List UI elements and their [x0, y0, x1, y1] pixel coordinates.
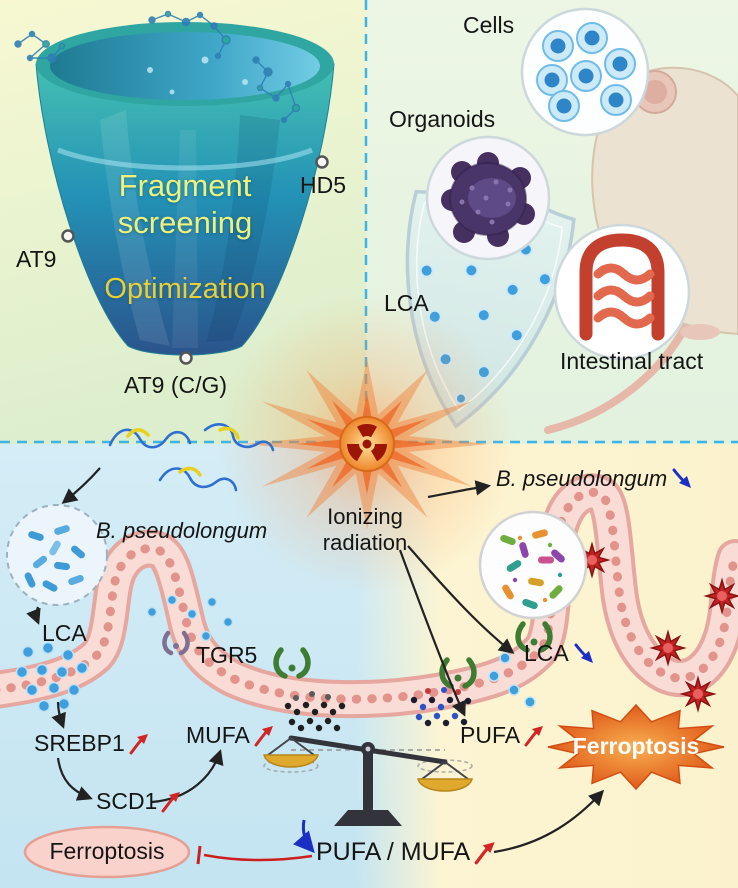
hd5-label: HD5 — [300, 172, 347, 198]
green-receptor-icon — [439, 657, 477, 689]
green-receptor-icon — [515, 621, 553, 653]
radiation-symbol-icon — [339, 416, 395, 472]
tgr5-receptor-icon — [162, 630, 190, 656]
up-arrow-icon — [254, 725, 273, 747]
ferroptosis-burst-label: Ferroptosis — [572, 733, 700, 759]
ferroptosis-oval-label: Ferroptosis — [49, 838, 165, 864]
ferroptosis-oval — [23, 825, 191, 879]
bacteria-circle-right — [478, 510, 588, 620]
at9cg-marker-dot — [179, 351, 193, 365]
lca-right-label: LCA — [524, 640, 596, 667]
inhibition-bar — [196, 845, 202, 865]
screening-funnel — [35, 22, 335, 365]
ferroptotic-cell-icon — [649, 629, 687, 667]
blue-curved-arrow — [293, 819, 315, 854]
scd1-label: SCD1 — [96, 788, 184, 815]
srebp1-label: SREBP1 — [34, 730, 152, 757]
pufa-mufa-ratio-label: PUFA / MUFA — [316, 838, 499, 868]
down-arrow-icon — [672, 468, 692, 488]
mufa-molecules — [284, 691, 346, 732]
funnel-screening-label: Fragment screening — [117, 168, 253, 240]
b-pseudolongum-right-label: B. pseudolongum — [496, 466, 694, 492]
peptide-squiggles — [108, 423, 275, 492]
hd5-marker-dot — [315, 155, 329, 169]
bacteria-circle-left — [6, 504, 108, 606]
intestinal-tract-label: Intestinal tract — [560, 348, 704, 374]
molecule-decorations — [14, 10, 301, 124]
ferroptotic-cell-icon — [703, 577, 738, 615]
funnel-optimization-label: Optimization — [104, 273, 266, 305]
mufa-label: MUFA — [186, 722, 277, 749]
shield-lca-label: LCA — [384, 290, 429, 316]
lca-dots-left — [15, 641, 89, 713]
pufa-label: PUFA — [460, 722, 547, 749]
inhibition-arrow — [203, 853, 313, 862]
at9-marker-dot — [61, 229, 75, 243]
organoid-inset-circle — [425, 135, 551, 261]
up-arrow-icon — [161, 791, 181, 813]
at9cg-label: AT9 (C/G) — [124, 372, 228, 398]
down-arrow-icon — [574, 643, 593, 663]
cells-label: Cells — [463, 12, 515, 38]
ferroptotic-cell-icon — [679, 675, 717, 713]
pathway-arrows — [26, 467, 605, 854]
lca-left-label: LCA — [42, 620, 87, 646]
up-arrow-icon — [524, 725, 544, 747]
tgr5-label: TGR5 — [196, 642, 258, 668]
lca-dots-trail — [146, 594, 234, 642]
up-arrow-icon — [474, 841, 495, 865]
quadrant-divider-lines — [0, 0, 738, 444]
cells-inset-circle — [520, 7, 650, 137]
intestinal-tract-inset-circle — [553, 223, 691, 361]
ionizing-radiation-label: Ionizing radiation — [322, 504, 408, 555]
b-pseudolongum-left-label: B. pseudolongum — [96, 518, 268, 543]
up-arrow-icon — [129, 733, 148, 755]
ferroptosis-starburst — [547, 703, 725, 791]
balance-scale — [263, 735, 473, 826]
organoids-label: Organoids — [389, 106, 496, 132]
at9-label: AT9 — [16, 246, 57, 272]
green-receptor-icon — [273, 647, 311, 679]
intestinal-epithelium — [0, 473, 738, 719]
